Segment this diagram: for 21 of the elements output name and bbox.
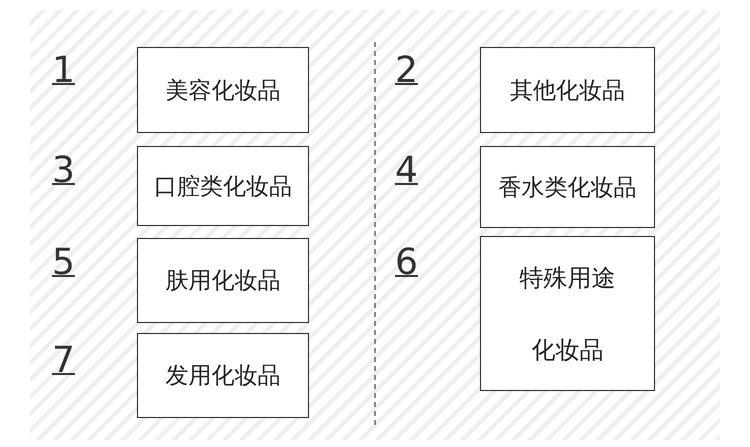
item-number: 2 [395, 50, 418, 91]
item-number: 7 [52, 340, 75, 381]
category-box [137, 47, 309, 133]
category-box [480, 236, 655, 391]
box-label: 口腔类化妆品 [154, 172, 292, 202]
box-label: 美容化妆品 [166, 76, 280, 106]
item-number: 3 [52, 150, 75, 191]
category-box [137, 146, 309, 226]
box-label: 发用化妆品 [166, 362, 280, 391]
box-label: 特殊用途化妆品 [518, 262, 616, 366]
category-box [137, 238, 309, 323]
category-box [137, 333, 309, 418]
box-label: 其他化妆品 [510, 76, 625, 106]
item-number: 4 [395, 150, 418, 191]
category-box [480, 47, 655, 133]
item-number: 1 [52, 50, 75, 91]
box-label: 香水类化妆品 [498, 174, 636, 202]
category-box [480, 146, 655, 228]
box-label: 肤用化妆品 [166, 267, 280, 296]
item-number: 6 [395, 242, 418, 283]
item-number: 5 [52, 242, 75, 283]
